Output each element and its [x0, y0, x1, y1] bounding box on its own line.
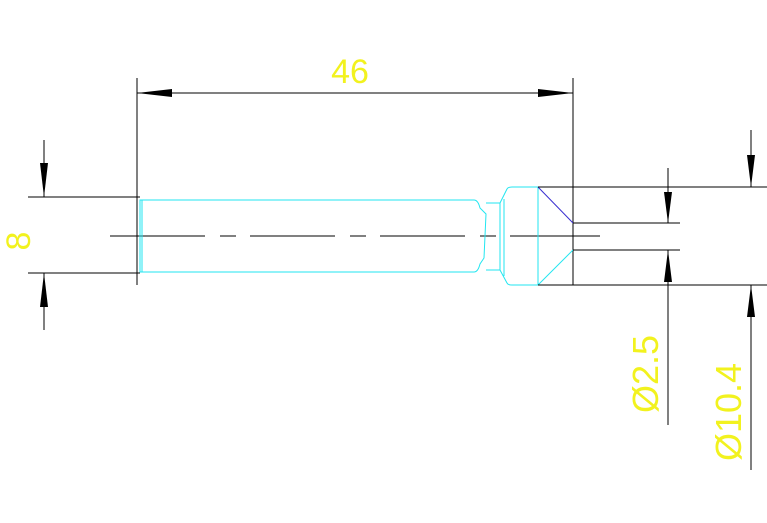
head-outline — [499, 186, 539, 286]
head-diameter-label: Ø10.4 — [708, 363, 749, 461]
length-arrow-right — [538, 89, 573, 97]
head-diameter-arrow-bottom — [747, 285, 755, 317]
pin-part — [139, 186, 574, 286]
shaft-height-arrow-bottom — [40, 273, 48, 307]
hole-diameter-dimension: Ø2.5 — [625, 168, 672, 425]
length-label: 46 — [331, 53, 369, 91]
chamfer-bottom — [537, 249, 574, 286]
shaft-outline — [139, 199, 487, 273]
hole-diameter-arrow-top — [664, 192, 672, 223]
length-dimension: 46 — [136, 53, 574, 285]
hole-diameter-label: Ø2.5 — [625, 335, 666, 413]
shaft-height-dimension: 8 — [0, 140, 140, 330]
hole-diameter-arrow-bottom — [664, 250, 672, 282]
groove-outline — [486, 202, 501, 271]
head-diameter-arrow-top — [747, 155, 755, 187]
length-arrow-left — [137, 89, 172, 97]
chamfer-top — [537, 186, 574, 224]
shaft-height-label: 8 — [0, 232, 38, 251]
head-diameter-dimension: Ø10.4 — [708, 130, 755, 470]
shaft-height-arrow-top — [40, 163, 48, 197]
